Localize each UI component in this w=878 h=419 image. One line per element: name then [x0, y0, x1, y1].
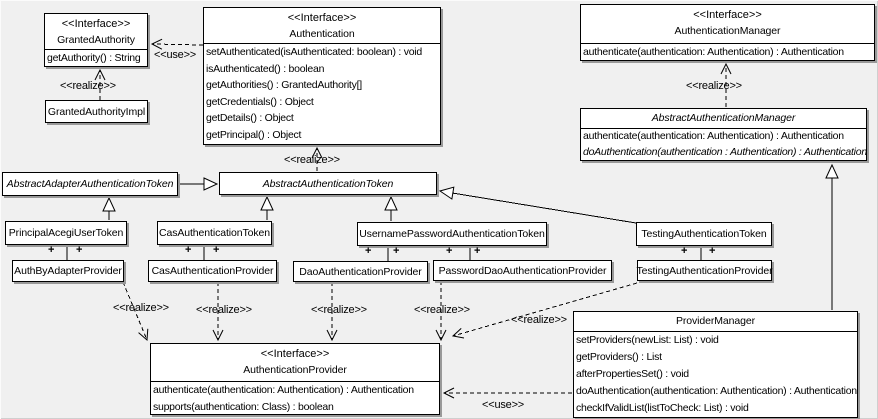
class-name: CasAuthenticationToken [158, 227, 271, 239]
association-plus: + [709, 245, 716, 257]
class-name: Authentication [289, 28, 355, 40]
method-row: authenticate(authentication: Authenticat… [583, 46, 844, 58]
class-name: AuthByAdapterProvider [14, 265, 122, 277]
method-row: doAuthentication(authentication: Authent… [576, 385, 857, 397]
class-testing-authentication-provider: TestingAuthenticationProvider [636, 260, 773, 281]
class-name: TestingAuthenticationToken [641, 228, 767, 240]
class-provider-manager: ProviderManager setProviders(newList: Li… [573, 311, 858, 418]
use-label: <<use>> [154, 49, 197, 61]
method-row: doAuthentication(authentication : Authen… [583, 145, 867, 158]
method-row: isAuthenticated() : boolean [206, 62, 325, 75]
method-row: setProviders(newList: List) : void [576, 334, 719, 346]
class-name: UsernamePasswordAuthenticationToken [359, 228, 545, 240]
realize-label: <<realize>> [686, 80, 742, 92]
association-plus: + [365, 245, 372, 257]
association-plus: + [76, 244, 83, 256]
class-auth-by-adapter-provider: AuthByAdapterProvider [12, 260, 124, 282]
class-abstract-adapter-authentication-token: AbstractAdapterAuthenticationToken [2, 172, 178, 196]
method-row: setAuthenticated(isAuthenticated: boolea… [206, 46, 422, 58]
stereotype-label: <<Interface>> [287, 12, 357, 24]
method-row: afterPropertiesSet() : void [576, 368, 689, 380]
realize-label: <<realize>> [60, 80, 116, 92]
method-row: supports(authentication: Class) : boolea… [153, 400, 334, 413]
use-label: <<use>> [482, 399, 525, 411]
class-cas-authentication-token: CasAuthenticationToken [157, 221, 272, 245]
class-header: <<Interface>> Authentication [204, 8, 440, 44]
class-authentication-manager: <<Interface>> AuthenticationManager auth… [580, 4, 875, 61]
association-plus: + [446, 245, 453, 257]
association-plus: + [393, 245, 400, 257]
class-authentication-provider: <<Interface>> AuthenticationProvider aut… [150, 343, 440, 415]
class-testing-authentication-token: TestingAuthenticationToken [636, 222, 772, 246]
class-name: GrantedAuthorityImpl [47, 105, 146, 118]
realize-label: <<realize>> [196, 304, 252, 316]
class-name: DaoAuthenticationProvider [299, 265, 422, 278]
stereotype-label: <<Interface>> [61, 18, 131, 30]
realize-label: <<realize>> [113, 302, 169, 314]
class-name: GrantedAuthority [57, 34, 135, 46]
method-row: getProviders() : List [576, 351, 662, 363]
class-granted-authority: <<Interface>> GrantedAuthority getAuthor… [44, 13, 148, 67]
method-row: getDetails() : Object [206, 112, 294, 124]
method-row: getCredentials() : Object [206, 95, 314, 108]
method-row: authenticate(authentication: Authenticat… [153, 384, 414, 396]
association-plus: + [185, 244, 192, 256]
method-compartment: getAuthority() : String [45, 50, 147, 67]
stereotype-label: <<Interface>> [693, 9, 762, 21]
edge-use-authentication-grantedauthority [150, 38, 204, 50]
stereotype-label: <<Interface>> [260, 348, 330, 360]
realize-label: <<realize>> [311, 304, 367, 316]
class-abstract-authentication-manager: AbstractAuthenticationManager authentica… [580, 108, 867, 161]
method-row: getAuthorities() : GrantedAuthority[] [206, 79, 362, 91]
class-username-password-authentication-token: UsernamePasswordAuthenticationToken [357, 222, 547, 246]
association-plus: + [681, 245, 688, 257]
method-compartment: authenticate(authentication: Authenticat… [151, 382, 439, 415]
class-name: CasAuthenticationProvider [151, 265, 274, 277]
class-header: <<Interface>> AuthenticationManager [581, 5, 874, 44]
class-name: AbstractAdapterAuthenticationToken [6, 178, 174, 190]
realize-label: <<realize>> [511, 314, 567, 326]
class-name: AbstractAuthenticationToken [262, 177, 394, 190]
class-cas-authentication-provider: CasAuthenticationProvider [148, 260, 277, 282]
class-name: AuthenticationProvider [243, 364, 347, 376]
method-compartment: authenticate(authentication: Authenticat… [581, 129, 867, 160]
class-header: AbstractAuthenticationManager [581, 109, 866, 129]
method-row: authenticate(authentication: Authenticat… [583, 130, 844, 142]
method-compartment: authenticate(authentication: Authenticat… [581, 44, 874, 61]
association-plus: + [213, 244, 220, 256]
class-header: <<Interface>> GrantedAuthority [45, 14, 147, 50]
method-compartment: setAuthenticated(isAuthenticated: boolea… [204, 44, 440, 143]
class-header: ProviderManager [574, 312, 857, 332]
method-compartment: setProviders(newList: List) : void getPr… [574, 332, 857, 417]
method-row: getPrincipal() : Object [206, 128, 302, 141]
class-header: <<Interface>> AuthenticationProvider [151, 344, 439, 382]
class-authentication: <<Interface>> Authentication setAuthenti… [203, 7, 441, 145]
class-dao-authentication-provider: DaoAuthenticationProvider [293, 261, 428, 282]
association-plus: + [474, 245, 481, 257]
class-name: TestingAuthenticationProvider [636, 264, 773, 277]
class-name: AuthenticationManager [674, 25, 781, 37]
class-name: PrincipalAcegiUserToken [8, 227, 124, 239]
class-name: ProviderManager [675, 315, 756, 327]
realize-label: <<realize>> [414, 304, 470, 316]
method-row: checkIfValidList(listToCheck: List) : vo… [576, 402, 749, 414]
class-abstract-authentication-token: AbstractAuthenticationToken [219, 172, 437, 195]
association-plus: + [48, 244, 55, 256]
class-granted-authority-impl: GrantedAuthorityImpl [45, 100, 148, 123]
class-password-dao-authentication-provider: PasswordDaoAuthenticationProvider [433, 260, 612, 281]
edge-gen-testingauthenticationtoken [438, 186, 637, 224]
realize-label: <<realize>> [284, 154, 340, 166]
class-name: PasswordDaoAuthenticationProvider [438, 264, 607, 277]
class-name: AbstractAuthenticationManager [651, 112, 796, 124]
method-row: getAuthority() : String [47, 52, 141, 64]
class-principal-acegi-user-token: PrincipalAcegiUserToken [5, 221, 127, 245]
